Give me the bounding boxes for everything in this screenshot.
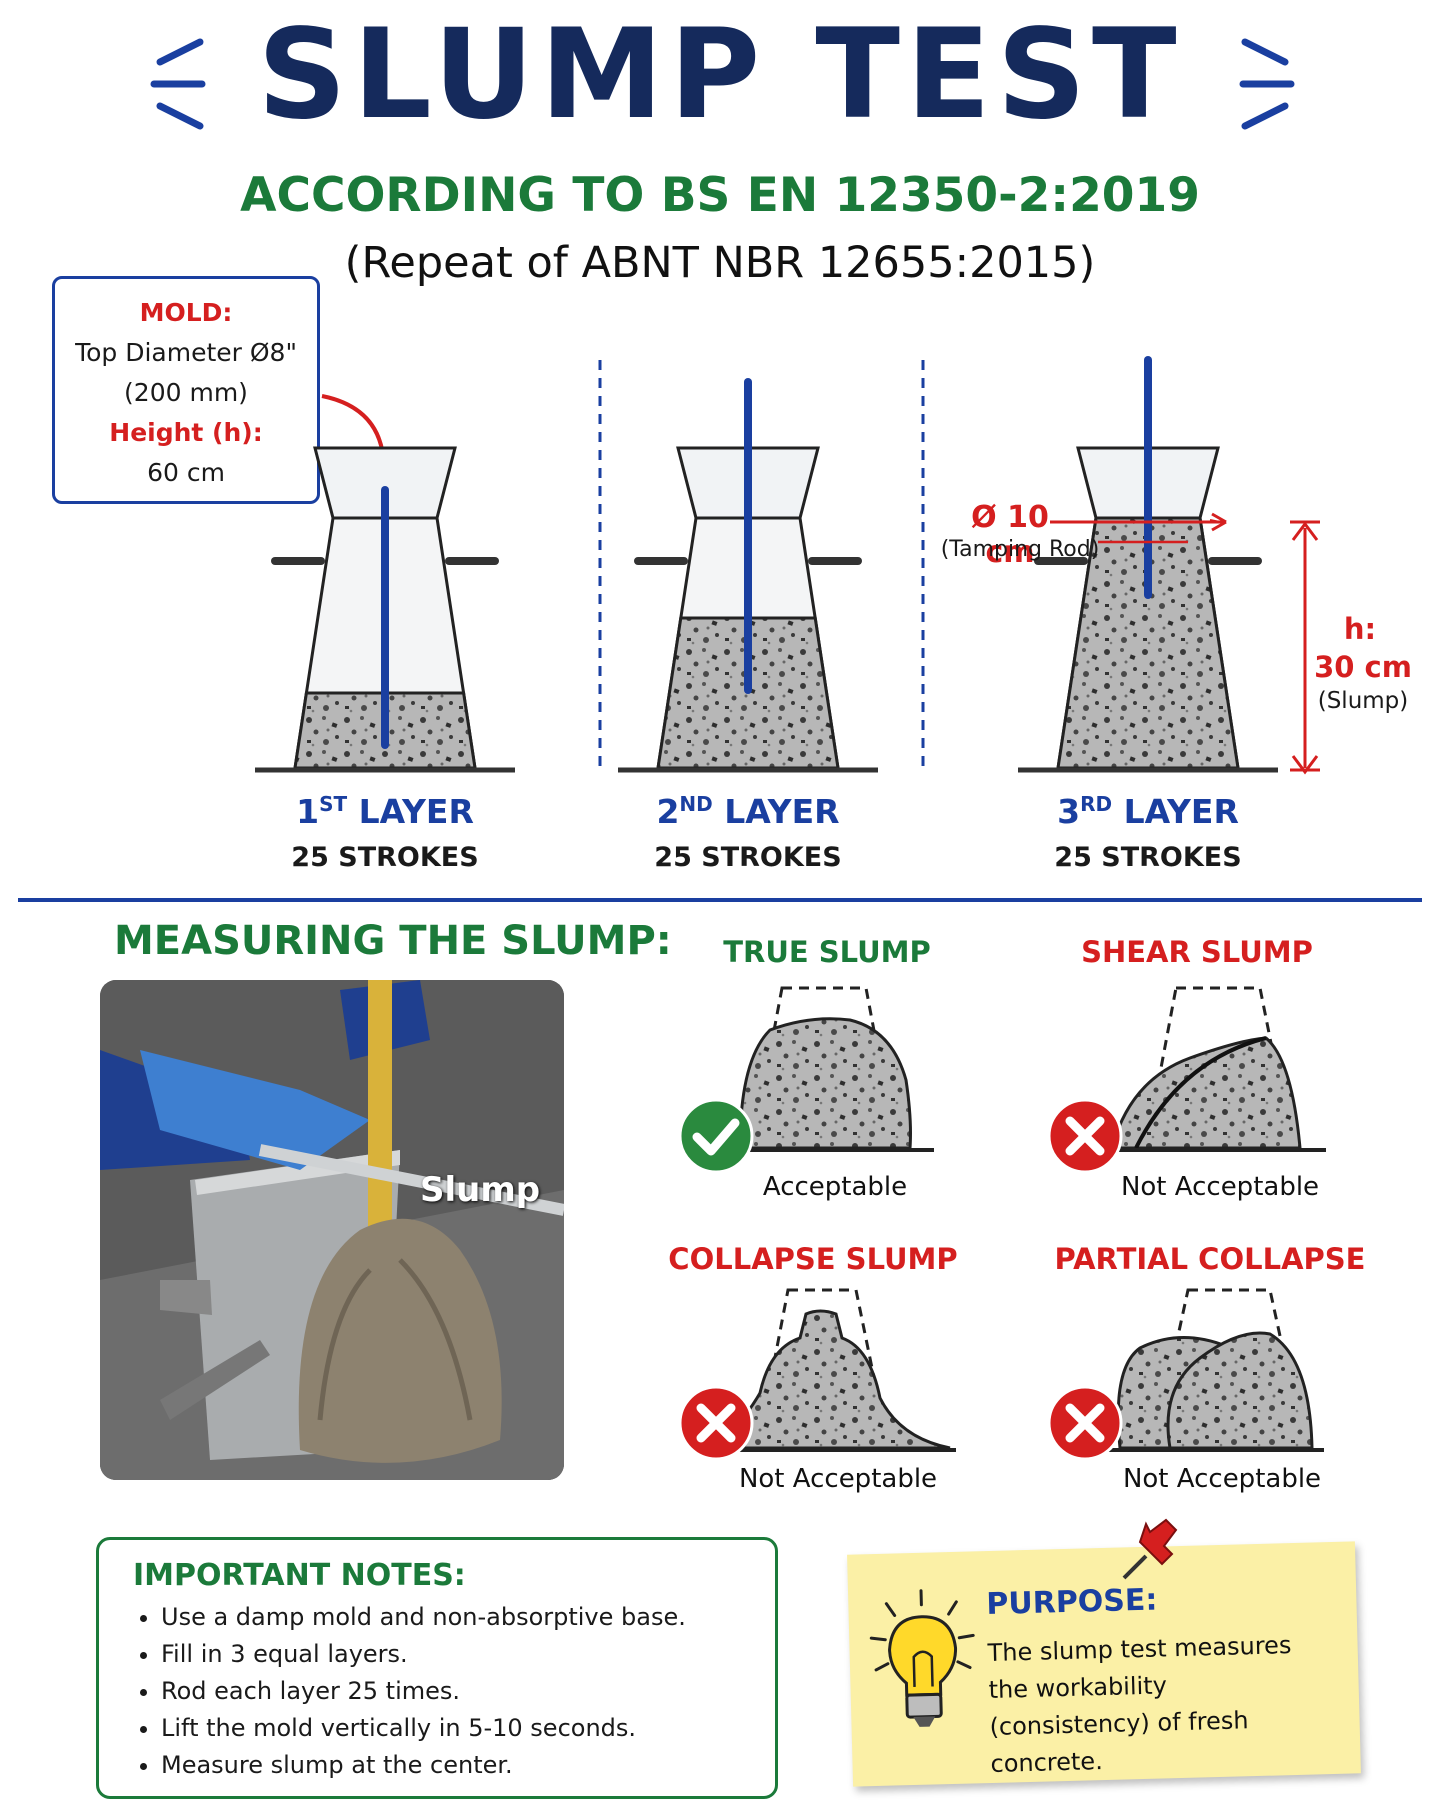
mold-info-box: MOLD: Top Diameter Ø8" (200 mm) Height (… [52,276,320,504]
cross-icon [1047,1098,1123,1174]
rod-diameter: Ø 10 cm [971,500,1049,570]
important-notes-box: IMPORTANT NOTES: Use a damp mold and non… [96,1537,778,1799]
mold-diameter: Top Diameter Ø8" [75,338,297,367]
slump-photo-illustration [100,980,564,1480]
slump-h-value: 30 cm [1314,650,1412,684]
partial-collapse-title: PARTIAL COLLAPSE [1054,1242,1366,1276]
check-icon [678,1098,754,1174]
layer-3-strokes: 25 STROKES [1054,842,1242,873]
mold-height-label: Height (h): [109,418,263,447]
layer-3-title: 3RD LAYER [1057,792,1239,831]
shear-slump-title: SHEAR SLUMP [1081,935,1313,969]
slump-photo: Slump [100,980,564,1480]
layer-1-strokes: 25 STROKES [291,842,479,873]
purpose-note: PURPOSE: The slump test measures the wor… [847,1541,1361,1787]
collapse-slump-title: COLLAPSE SLUMP [668,1242,958,1276]
purpose-text: The slump test measures the workability … [987,1631,1292,1778]
true-slump-title: TRUE SLUMP [723,935,931,969]
note-item: Rod each layer 25 times. [161,1673,741,1710]
note-item: Use a damp mold and non-absorptive base. [161,1599,741,1636]
layer-1-title: 1ST LAYER [296,792,474,831]
notes-list: Use a damp mold and non-absorptive base.… [133,1599,741,1784]
photo-slump-label: Slump [420,1170,541,1210]
shear-slump-verdict: Not Acceptable [1120,1172,1320,1202]
note-item: Measure slump at the center. [161,1747,741,1784]
title-burst-right-icon [1239,38,1295,130]
note-item: Lift the mold vertically in 5-10 seconds… [161,1710,741,1747]
lightbulb-icon [869,1589,975,1727]
cross-icon [1047,1385,1123,1461]
slump-cone-2 [618,378,878,773]
notes-title: IMPORTANT NOTES: [133,1558,466,1593]
slump-cone-3 [1018,356,1278,773]
shear-slump-diagram [1100,986,1326,1152]
standard-note: (Repeat of ABNT NBR 12655:2015) [344,238,1096,288]
layers-diagram [255,356,1320,775]
mold-diameter-mm: (200 mm) [124,378,248,407]
partial-collapse-diagram [1104,1288,1324,1452]
pushpin-icon [1122,1518,1178,1580]
page-title: SLUMP TEST [257,3,1183,147]
collapse-slump-diagram [700,1288,956,1452]
true-slump-verdict: Acceptable [762,1172,908,1202]
layer-2-title: 2ND LAYER [656,792,840,831]
section-divider [18,898,1422,902]
slump-h-label: h: [1343,612,1377,646]
collapse-slump-verdict: Not Acceptable [738,1464,938,1494]
true-slump-diagram [720,986,934,1152]
layer-2-strokes: 25 STROKES [654,842,842,873]
standard-subtitle: ACCORDING TO BS EN 12350-2:2019 [240,168,1200,223]
slump-cone-1 [255,446,515,773]
rod-caption: (Tamping Rod) [940,537,1100,562]
note-item: Fill in 3 equal layers. [161,1636,741,1673]
slump-h-caption: (Slump) [1317,688,1409,714]
cross-icon [678,1385,754,1461]
partial-collapse-verdict: Not Acceptable [1122,1464,1322,1494]
title-burst-left-icon [150,38,206,130]
measuring-title: MEASURING THE SLUMP: [114,918,672,964]
mold-label: MOLD: [139,298,233,327]
mold-height-value: 60 cm [147,458,225,487]
